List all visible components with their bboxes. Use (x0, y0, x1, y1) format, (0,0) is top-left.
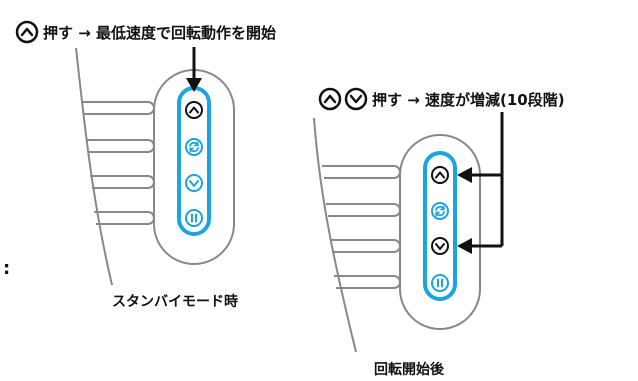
pause-button-right[interactable] (431, 274, 449, 292)
chevron-up-icon (435, 171, 445, 179)
device-body-outline (75, 47, 113, 286)
rotate-icon (189, 141, 199, 153)
rotate-button[interactable] (185, 138, 203, 156)
pause-button[interactable] (185, 209, 203, 227)
chevron-down-badge-icon (344, 87, 368, 111)
chevron-up-badge-icon (318, 87, 342, 111)
pointer-arrows-left (457, 112, 504, 254)
up-button[interactable] (185, 101, 203, 119)
device-body-outline-right (313, 117, 357, 353)
device-standby (75, 47, 235, 286)
control-panel-outer-right (399, 134, 481, 330)
control-panel-inner-highlight-right (423, 151, 457, 301)
edge-mark: : (3, 258, 10, 279)
chevron-up-badge-icon (15, 20, 39, 44)
rotate-button-right[interactable] (431, 202, 449, 220)
chevron-down-icon (189, 180, 199, 187)
right-instruction-text: 押す → 速度が増減(10段階) (372, 91, 565, 109)
pause-icon (437, 278, 443, 288)
device-rotating (313, 112, 504, 353)
rotate-icon (435, 205, 445, 217)
top-instruction: 押す → 最低速度で回転動作を開始 (15, 20, 276, 44)
top-instruction-text: 押す → 最低速度で回転動作を開始 (43, 24, 276, 42)
device-ridges-right (322, 165, 401, 289)
down-button[interactable] (185, 174, 203, 192)
pause-icon (191, 213, 197, 223)
chevron-down-icon (435, 243, 445, 250)
standby-caption: スタンバイモード時 (112, 293, 238, 310)
rotating-caption: 回転開始後 (374, 361, 445, 378)
right-instruction: 押す → 速度が増減(10段階) (318, 87, 565, 111)
down-button-right[interactable] (431, 237, 449, 255)
chevron-up-icon (189, 106, 199, 114)
pointer-arrow-down (186, 47, 202, 92)
up-button-right[interactable] (431, 166, 449, 184)
device-ridges (82, 101, 155, 225)
